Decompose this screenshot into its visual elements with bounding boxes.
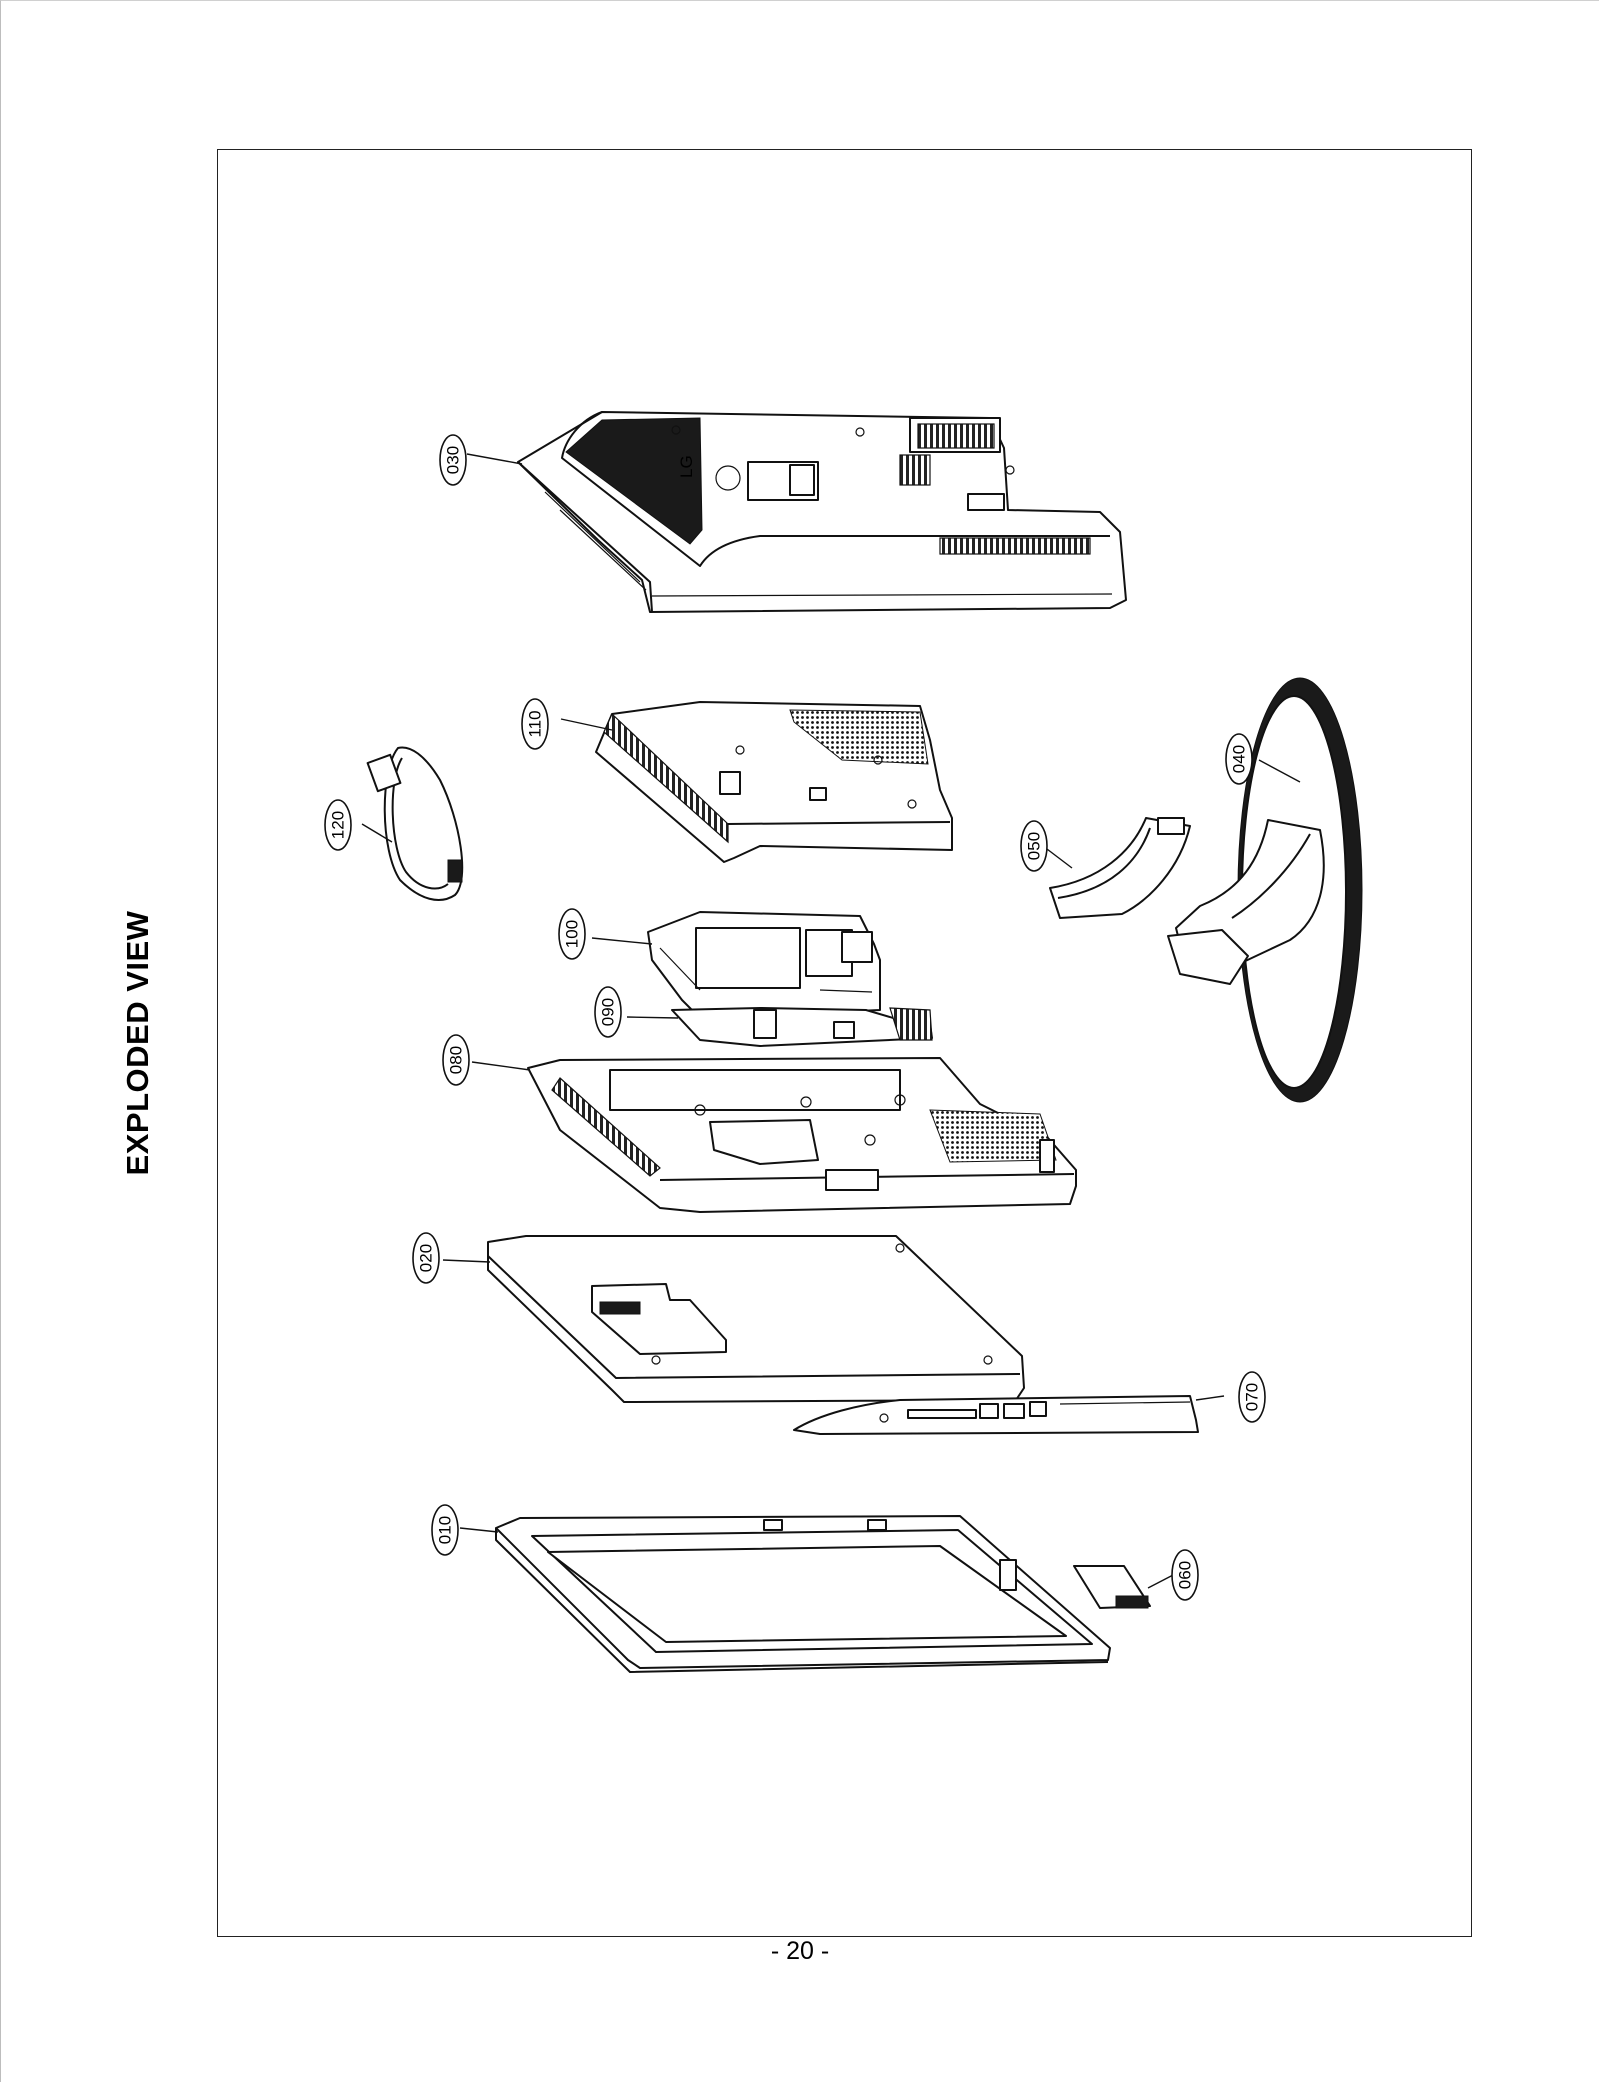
diagram-frame bbox=[217, 149, 1472, 1937]
callout-020: 020 bbox=[412, 1232, 440, 1284]
svg-text:100: 100 bbox=[563, 920, 582, 948]
part-090-sub-board bbox=[671, 1007, 933, 1047]
leader-lines bbox=[361, 453, 1301, 1589]
part-060-small-board bbox=[1073, 1565, 1151, 1609]
part-110-shield bbox=[595, 701, 953, 863]
callout-010: 010 bbox=[431, 1504, 459, 1556]
page-number: - 20 - bbox=[770, 1937, 830, 1965]
part-050-hinge-cover bbox=[1049, 817, 1191, 919]
part-120-power-cord bbox=[366, 746, 464, 901]
part-010-front-bezel bbox=[495, 1515, 1111, 1673]
svg-text:020: 020 bbox=[417, 1244, 436, 1272]
callout-080: 080 bbox=[442, 1034, 470, 1086]
svg-text:120: 120 bbox=[329, 811, 348, 839]
callout-100: 100 bbox=[558, 908, 586, 960]
part-040-stand-base bbox=[1167, 677, 1363, 1103]
svg-text:040: 040 bbox=[1230, 745, 1249, 773]
part-100-main-board bbox=[647, 911, 881, 1019]
part-080-chassis bbox=[527, 1057, 1077, 1213]
callout-120: 120 bbox=[324, 799, 352, 851]
part-020-lcd-panel bbox=[487, 1235, 1025, 1403]
callout-040: 040 bbox=[1225, 733, 1253, 785]
svg-text:050: 050 bbox=[1025, 832, 1044, 860]
callout-110: 110 bbox=[521, 698, 549, 750]
callout-070: 070 bbox=[1238, 1371, 1266, 1423]
svg-text:090: 090 bbox=[599, 998, 618, 1026]
part-070-control-board bbox=[793, 1395, 1199, 1435]
back-cover-logo: LG bbox=[677, 455, 696, 478]
svg-text:030: 030 bbox=[444, 446, 463, 474]
svg-text:010: 010 bbox=[436, 1516, 455, 1544]
callout-090: 090 bbox=[594, 986, 622, 1038]
svg-text:110: 110 bbox=[526, 710, 545, 737]
svg-text:060: 060 bbox=[1176, 1561, 1195, 1589]
part-030-back-cover: LG bbox=[517, 411, 1127, 613]
svg-text:070: 070 bbox=[1243, 1383, 1262, 1411]
svg-text:080: 080 bbox=[447, 1046, 466, 1074]
callout-060: 060 bbox=[1171, 1549, 1199, 1601]
callout-030: 030 bbox=[439, 434, 467, 486]
callout-050: 050 bbox=[1020, 820, 1048, 872]
